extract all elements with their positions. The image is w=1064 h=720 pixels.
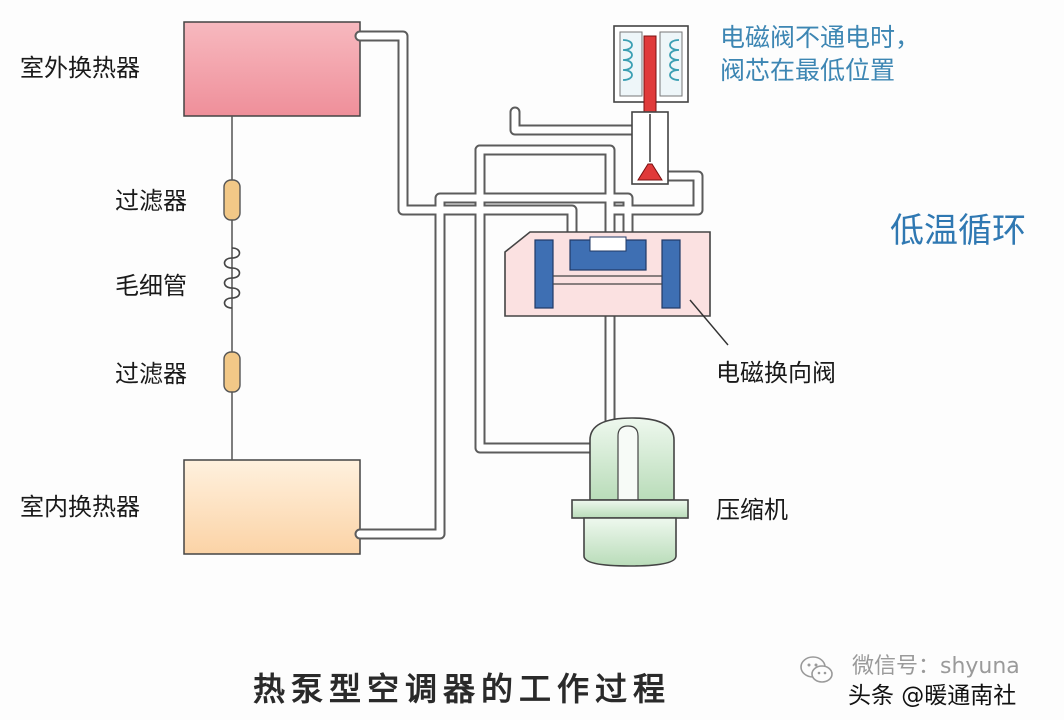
capillary-coil xyxy=(223,247,241,309)
outdoor-heat-exchanger-label: 室外换热器 xyxy=(20,54,140,82)
compressor-base xyxy=(583,517,677,567)
diagram-title: 热泵型空调器的工作过程 xyxy=(253,670,672,708)
reversing-valve-piston-left xyxy=(534,239,554,309)
pilot-valve-core xyxy=(637,163,663,181)
indoor-heat-exchanger xyxy=(183,459,361,555)
wechat-watermark: 微信号：shyuna xyxy=(852,654,1020,679)
capillary-label: 毛细管 xyxy=(115,272,187,300)
platform-watermark: 头条 @暖通南社 xyxy=(848,683,1017,709)
compressor-rim xyxy=(571,499,689,519)
filter-top xyxy=(223,179,241,221)
reversing-valve-label: 电磁换向阀 xyxy=(716,359,836,387)
reversing-valve-body xyxy=(504,231,711,317)
filter-top-label: 过滤器 xyxy=(115,187,187,215)
compressor-label: 压缩机 xyxy=(716,496,788,524)
solenoid-note-line1: 电磁阀不通电时， xyxy=(720,23,921,52)
filter-bottom-label: 过滤器 xyxy=(115,360,187,388)
indoor-heat-exchanger-label: 室内换热器 xyxy=(20,493,140,521)
solenoid-note-line2: 阀芯在最低位置 xyxy=(720,56,896,85)
filter-bottom xyxy=(223,351,241,393)
solenoid-plunger xyxy=(643,35,657,115)
reversing-valve-piston-right xyxy=(661,239,681,309)
cycle-mode-label: 低温循环 xyxy=(890,211,1026,251)
outdoor-heat-exchanger xyxy=(183,21,361,117)
wechat-icon xyxy=(800,656,833,683)
